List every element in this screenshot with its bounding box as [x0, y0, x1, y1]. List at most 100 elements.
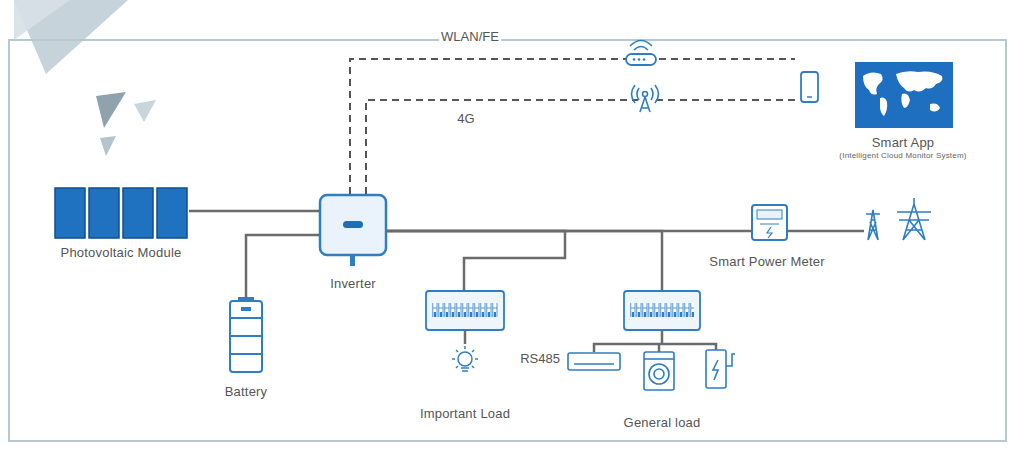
appliance-icons-part — [649, 364, 669, 384]
component-label: (Intelligent Cloud Monitor System) — [839, 151, 966, 161]
decor-triangles-part — [134, 100, 156, 122]
bulb-icon-part — [472, 366, 474, 368]
load-wires-part — [787, 230, 864, 233]
appliance-icons — [568, 350, 735, 390]
decor-triangles-part — [96, 92, 126, 128]
load-wires-part — [464, 330, 467, 344]
battery-icon-part — [230, 317, 262, 319]
breaker-panels-part — [426, 291, 504, 330]
router-icon — [626, 41, 656, 66]
appliance-icons-part — [644, 358, 674, 360]
component-node: Smart Power Meter — [752, 205, 787, 240]
appliance-icons-part — [706, 350, 726, 388]
pv-panels — [55, 188, 187, 238]
phone-icon-part — [801, 72, 818, 102]
antenna-icon-part — [632, 85, 659, 103]
component-label: Inverter — [330, 276, 376, 291]
battery-icon-part — [230, 353, 262, 355]
router-icon-part — [633, 58, 636, 61]
battery-icon-part — [230, 335, 262, 337]
pv-panels-part — [123, 188, 153, 238]
battery-icon — [230, 297, 262, 372]
battery-icon-part — [241, 307, 251, 311]
appliance-icons-part — [726, 354, 735, 366]
decor-triangles-part — [14, 0, 70, 40]
antenna-icon-part — [640, 97, 650, 112]
load-wires-part — [594, 344, 716, 352]
router-icon-part — [643, 58, 646, 61]
data-link — [350, 59, 795, 194]
component-node: Photovoltaic Module — [53, 187, 189, 239]
app-map-part-part — [863, 72, 883, 94]
bulb-icon-part — [475, 358, 478, 360]
app-map — [855, 62, 953, 128]
app-map-part-part — [901, 94, 910, 108]
router-icon-part — [630, 41, 652, 51]
power-line — [386, 231, 565, 291]
bulb-icon-part — [456, 366, 458, 368]
load-wires-part — [661, 330, 664, 344]
appliance-icons-part — [654, 369, 664, 379]
app-map-part — [863, 71, 942, 116]
inverter-icon-part — [343, 221, 363, 228]
decor-triangles-part — [14, 0, 128, 74]
component-node: Smart App(Intelligent Cloud Monitor Syst… — [795, 52, 957, 132]
component-label: Smart Power Meter — [709, 254, 824, 269]
power-line — [189, 210, 320, 213]
breaker-panels — [426, 291, 700, 330]
bulb-icon-part — [456, 350, 458, 352]
router-icon-part — [626, 54, 656, 65]
component-label: Smart App — [872, 135, 935, 150]
phone-icon-part — [807, 96, 812, 98]
frame — [9, 40, 1006, 441]
data-link — [366, 100, 795, 194]
decor-triangles-part — [100, 136, 116, 156]
grid-towers-part — [897, 198, 931, 240]
link-label: 4G — [455, 111, 476, 126]
load-wires — [465, 231, 864, 352]
bulb-icon-part — [462, 370, 468, 372]
app-map-part-part — [880, 98, 887, 117]
power-line — [386, 231, 662, 291]
breaker-panels-part — [432, 303, 498, 317]
component-label: Photovoltaic Module — [61, 245, 182, 260]
power-line — [246, 235, 320, 298]
meter-icon-part — [752, 205, 787, 240]
meter-icon-part — [767, 227, 772, 238]
link-label: WLAN/FE — [439, 29, 501, 44]
meter-icon-part — [757, 210, 782, 219]
battery-icon-part — [230, 301, 262, 372]
grid-towers-part — [866, 210, 880, 240]
bulb-icon-part — [461, 367, 469, 369]
bulb-icon-part — [452, 358, 455, 360]
antenna-icon — [632, 85, 659, 112]
appliance-icons-part — [574, 363, 614, 365]
breaker-panels-part — [630, 303, 694, 317]
appliance-icons-part — [568, 353, 620, 370]
appliance-icons-part — [713, 360, 718, 380]
app-map-part-part — [896, 71, 942, 91]
grid-towers — [866, 198, 931, 240]
pv-panels-part — [55, 188, 85, 238]
load-wires-part — [658, 344, 661, 352]
bulb-icon — [452, 346, 478, 371]
component-label: Important Load — [420, 406, 510, 421]
decor-triangles — [14, 0, 156, 156]
inverter-icon-part — [320, 195, 386, 255]
appliance-icons-part — [644, 352, 674, 390]
app-map-part-part — [930, 104, 940, 112]
component-label: General load — [624, 415, 701, 430]
antenna-icon-part — [643, 92, 648, 97]
meter-icon — [752, 205, 787, 240]
meter-icon-part — [760, 224, 779, 225]
router-icon-part — [638, 58, 641, 61]
bus-label: RS485 — [518, 351, 562, 366]
component-node: Important Load — [426, 291, 504, 330]
pv-panels-part — [89, 188, 119, 238]
component-node: Battery — [229, 298, 263, 373]
bulb-icon-part — [458, 352, 472, 366]
power-line — [386, 230, 752, 233]
